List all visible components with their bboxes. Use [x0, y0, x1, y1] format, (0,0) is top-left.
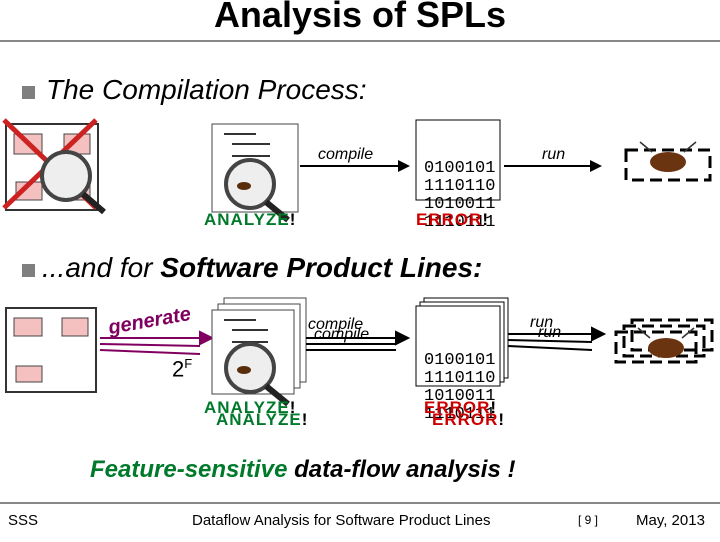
bullet-icon [22, 86, 35, 99]
footer-left: SSS [8, 512, 39, 529]
binary-document-stack [415, 305, 501, 387]
binary-document [415, 119, 501, 201]
generate-arrows [99, 330, 215, 355]
bug-icon [237, 366, 251, 374]
bug-icon [637, 327, 695, 358]
compile-label-shadow: compile [314, 326, 370, 343]
run-label-shadow: run [538, 324, 562, 341]
punchline: Feature-sensitive data-flow analysis ! [90, 456, 516, 483]
compile-label: compile [308, 316, 364, 333]
compile-arrows [306, 330, 411, 351]
error-label-shadow: ERROR! [432, 410, 506, 429]
footer: SSS Dataflow Analysis for Software Produ… [0, 502, 720, 542]
error-label: ERROR! [416, 210, 490, 229]
bug-icon [237, 182, 251, 190]
footer-date: May, 2013 [636, 512, 705, 529]
bullet-icon [22, 264, 35, 277]
footer-title: Dataflow Analysis for Software Product L… [192, 512, 491, 529]
magnifier-icon [40, 150, 106, 215]
spl-diagram [5, 297, 714, 407]
error-label: ERROR! [424, 398, 498, 417]
section-heading-2: ...and for Software Product Lines: [42, 252, 483, 283]
output-box-stack [614, 330, 698, 364]
run-label: run [530, 314, 554, 331]
run-arrows [507, 326, 607, 351]
analyze-label-shadow: ANALYZE! [216, 410, 309, 429]
run-label: run [542, 146, 566, 163]
source-document-icon [211, 123, 299, 223]
feature-model-icon [5, 307, 97, 393]
section-heading-1: The Compilation Process: [46, 74, 367, 105]
compilation-diagram [2, 118, 712, 223]
output-box [624, 148, 712, 182]
title-bar: Analysis of SPLs [0, 0, 720, 42]
page-number: [ 9 ] [578, 513, 599, 527]
compile-label: compile [318, 146, 374, 163]
exponent-label: 2F [172, 356, 193, 382]
page-title: Analysis of SPLs [213, 0, 507, 35]
source-document-stack [211, 297, 307, 407]
analyze-label: ANALYZE! [204, 210, 297, 229]
analyze-label: ANALYZE! [204, 398, 297, 417]
bug-icon [639, 141, 697, 172]
